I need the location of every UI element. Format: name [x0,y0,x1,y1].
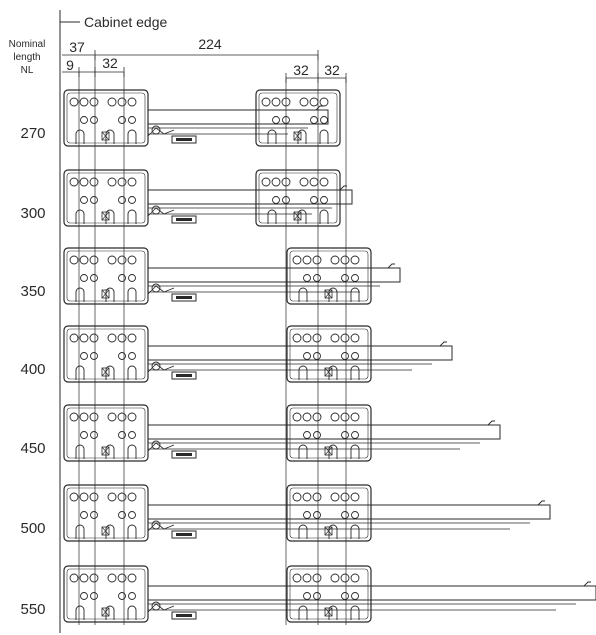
mechanism-block [171,135,197,144]
runner-row: 350 [20,247,401,305]
runner-row: 500 [20,484,551,542]
dimension-32-left: 32 [102,55,118,71]
nominal-length-value: 450 [20,440,45,457]
runner-row: 300 [20,169,353,227]
mechanism-linkage [147,285,175,295]
mechanism-linkage [147,442,175,452]
mechanism-block [171,611,197,620]
runner-rail [147,424,501,440]
mechanism-block [171,450,197,459]
rail-end-hook [537,500,545,506]
mechanism-bar [176,218,192,221]
mechanism-bar [176,138,192,141]
mechanism-linkage [147,522,175,532]
runner-rail [147,345,453,361]
runner-rail [147,585,596,601]
mechanism-bar [176,453,192,456]
rail-end-hook [315,105,323,111]
runner-rows: 270 300 350 400 450 500 550 [20,89,596,623]
nominal-length-label-line1: Nominal [9,39,46,50]
dimension-37: 37 [69,39,85,55]
rear-bracket [286,565,372,623]
nominal-length-value: 550 [20,601,45,618]
dimension-32-right-b: 32 [324,62,340,78]
mechanism-block [171,371,197,380]
rail-end-hook [583,581,591,587]
reference-lines [78,55,347,625]
rail-end-hook [387,263,395,269]
mechanism-block [171,215,197,224]
runner-rail [147,189,353,205]
mechanism-roller [151,361,161,371]
mechanism-block [171,293,197,302]
mechanism-roller [151,205,161,215]
mechanism-linkage [147,603,175,613]
mechanism-linkage [147,127,175,137]
rear-bracket [286,484,372,542]
mechanism-linkage [147,363,175,373]
rear-bracket [286,404,372,462]
front-bracket [63,169,149,227]
nominal-length-value: 500 [20,520,45,537]
mechanism-linkage [147,207,175,217]
nominal-length-label-line2: length [13,52,40,63]
mechanism-roller [151,440,161,450]
mechanism-roller [151,601,161,611]
front-bracket [63,565,149,623]
front-bracket [63,484,149,542]
rail-end-hook [439,341,447,347]
nominal-length-label-line3: NL [21,65,34,76]
nominal-length-value: 400 [20,361,45,378]
dimension-9: 9 [66,57,74,73]
mechanism-roller [151,283,161,293]
front-bracket [63,325,149,383]
mechanism-bar [176,533,192,536]
runner-rail [147,267,401,283]
nominal-length-value: 350 [20,283,45,300]
mechanism-block [171,530,197,539]
mechanism-bar [176,374,192,377]
mechanism-roller [151,125,161,135]
front-bracket [63,247,149,305]
dimension-224: 224 [198,36,222,52]
runner-rail [147,504,551,520]
dimension-32-right-a: 32 [293,62,309,78]
mechanism-bar [176,614,192,617]
nominal-length-value: 300 [20,205,45,222]
mechanism-bar [176,296,192,299]
rear-bracket [255,89,341,147]
rear-bracket [286,325,372,383]
mechanism-roller [151,520,161,530]
nominal-length-value: 270 [20,125,45,142]
runner-row: 450 [20,404,501,462]
rail-end-hook [487,420,495,426]
front-bracket [63,89,149,147]
rear-bracket [286,247,372,305]
rail-end-hook [339,185,347,191]
runner-row: 270 [20,89,341,147]
cabinet-edge-label: Cabinet edge [84,14,168,30]
runner-rail [147,109,329,125]
front-bracket [63,404,149,462]
rear-bracket [255,169,341,227]
runner-row: 550 [20,565,596,623]
runner-row: 400 [20,325,453,383]
